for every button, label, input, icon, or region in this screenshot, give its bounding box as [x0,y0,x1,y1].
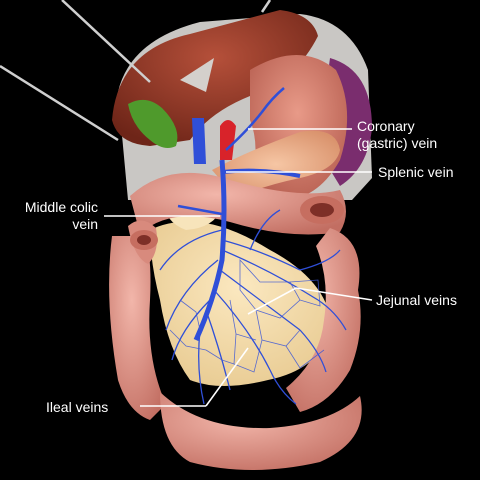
label-ileal-veins: Ileal veins [46,399,109,415]
ascending-colon [109,236,166,420]
coronary-vein-vessel [225,87,285,151]
liver-notch [180,58,214,92]
label-coronary-line2: (gastric) vein [357,135,438,151]
label-coronary-vein: Coronary (gastric) vein [357,118,437,152]
cut-bowel-end-left-lumen [137,235,151,245]
middle-colic-vein-vessel [177,204,223,216]
pancreas [212,130,340,198]
leader-jejunal-2 [247,287,297,315]
leader-ileal-2 [205,347,249,407]
aorta [220,120,236,160]
gallbladder [128,99,178,148]
label-middle-colic-line1: Middle colic [24,199,98,215]
vein-branches [159,209,347,405]
label-middle-colic-vein: Middle colic vein [6,199,98,233]
leader-jejunal-1 [295,287,373,301]
transverse-colon [130,172,346,235]
vascular-arcades [169,258,325,373]
vena-cava [192,118,206,164]
superior-mesenteric-vein [193,159,227,342]
retractor-probe-2 [0,64,119,142]
ileal-loops [160,392,362,470]
leader-lines [104,128,373,407]
jejunal-loops [286,228,361,412]
label-middle-colic-line2: vein [72,216,98,232]
label-splenic-vein: Splenic vein [378,164,454,180]
cut-bowel-end-right-lumen [310,203,334,217]
retractor-probe-1 [61,0,151,83]
label-jejunal-veins: Jejunal veins [376,292,457,308]
label-coronary-line1: Coronary [357,118,415,134]
retractor-probe-3 [260,0,272,13]
